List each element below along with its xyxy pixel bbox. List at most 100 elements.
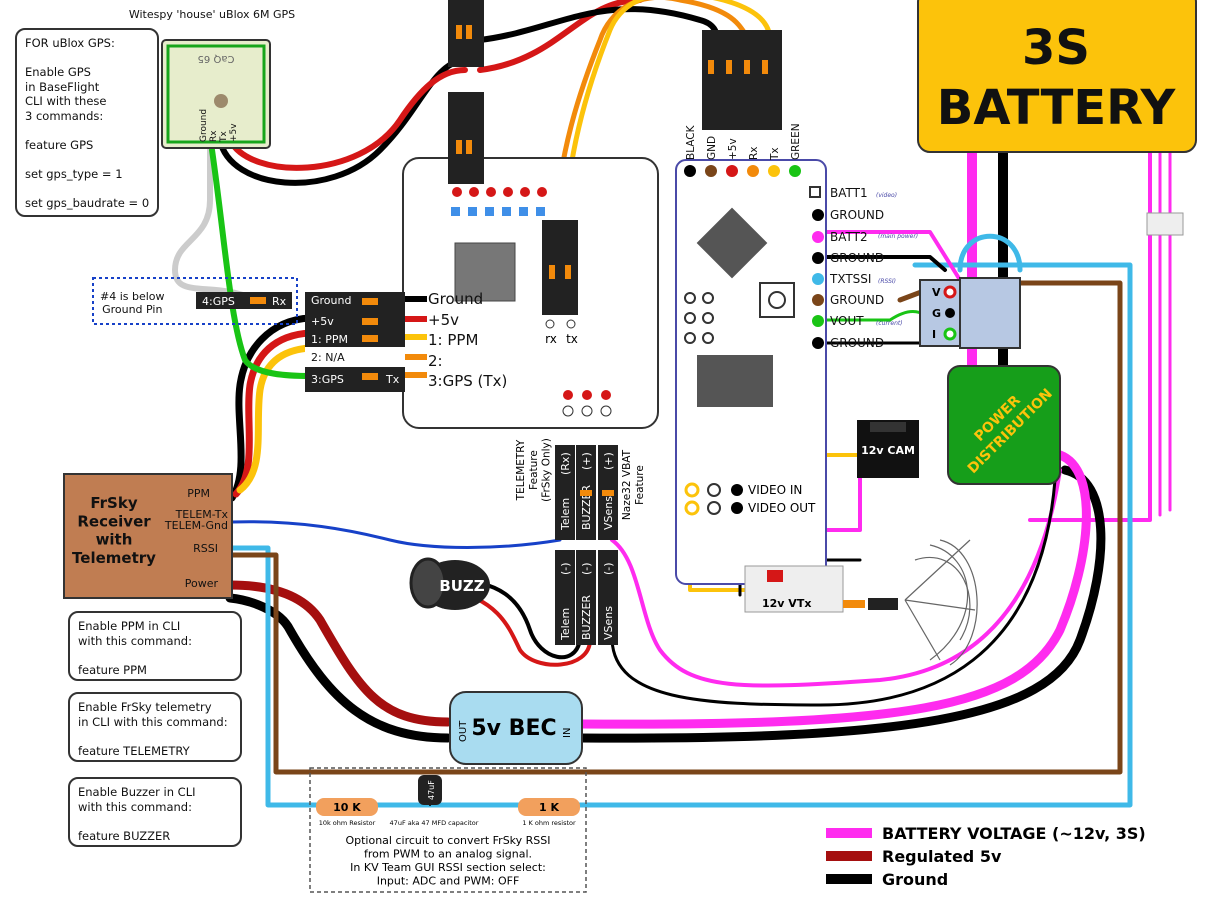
batt2-wire bbox=[824, 230, 962, 282]
pdb-to-bec-power-wire bbox=[575, 450, 1091, 729]
telemetry-instructions-note: Enable FrSky telemetry in CLI with this … bbox=[68, 692, 242, 762]
buzzer-red-wire bbox=[448, 588, 592, 667]
osd-pin-notes: (video) (main power) (RSSI) (current) bbox=[876, 192, 918, 327]
naze-rx-label: rx bbox=[545, 332, 557, 346]
pin-ppm-label: 1: PPM bbox=[428, 331, 478, 349]
balance-plug bbox=[1146, 212, 1184, 236]
pin-gps-label: 3:GPS (Tx) bbox=[428, 372, 507, 390]
connector-tx-label: Tx bbox=[385, 373, 400, 386]
vsens-connector-lower bbox=[598, 550, 618, 645]
sensor-v-label: V bbox=[932, 286, 941, 299]
telemetry-feature-note: TELEMETRYFeature(FrSky Only) bbox=[515, 438, 553, 502]
osd-video-in-label: VIDEO IN bbox=[748, 483, 802, 497]
resistor-10k-note: 10k ohm Resistor bbox=[319, 819, 376, 827]
pdb-to-bec-ground-wire bbox=[575, 465, 1106, 743]
gps-red-wire bbox=[227, 67, 468, 171]
sensor-loop-wire bbox=[957, 233, 1023, 273]
naze-blue-pads bbox=[451, 207, 545, 216]
osd-label-batt2: BATT2 bbox=[830, 230, 868, 244]
osd-right-pins bbox=[809, 186, 824, 349]
osd-note-vout: (current) bbox=[876, 320, 903, 327]
telem-label-lower: Telem bbox=[559, 608, 572, 641]
feature-connector-labels: Telem BUZZER VSens (Rx) (+) (+) Telem BU… bbox=[559, 452, 615, 641]
osd-label-vout: VOUT bbox=[830, 314, 864, 328]
gps-pin-ground: Ground bbox=[199, 109, 209, 142]
gps-chip-label: CaQ 65 bbox=[198, 53, 235, 64]
osd-top-connector bbox=[702, 30, 782, 130]
frsky-receiver bbox=[63, 473, 233, 599]
connector-na-label: 2: N/A bbox=[311, 351, 345, 364]
resistor-10k bbox=[316, 798, 378, 816]
receiver-ground-to-naze-wire bbox=[228, 314, 314, 502]
gps-ground-wire bbox=[172, 147, 258, 303]
resistor-1k-label: 1 K bbox=[539, 801, 559, 814]
osd-note-batt2: (main power) bbox=[878, 233, 918, 240]
vsens-pink-wire bbox=[610, 468, 1062, 688]
bec-label: 5v BEC bbox=[471, 716, 556, 741]
buzzer-connector-lower bbox=[576, 550, 596, 645]
osd-label-ground-4: GROUND bbox=[830, 336, 884, 350]
buzzer-label: BUZZ bbox=[439, 577, 484, 595]
osd-chip bbox=[696, 207, 768, 279]
osd-label-5v: +5v bbox=[727, 138, 739, 160]
vsens-minus-sign: (-) bbox=[602, 562, 615, 575]
bec bbox=[449, 691, 583, 765]
gps-pin-labels: Ground Rx Tx +5v bbox=[199, 109, 239, 143]
osd-note-batt1: (video) bbox=[876, 192, 897, 199]
naze-rxtx-header bbox=[542, 220, 578, 315]
vsens-plus-sign: (+) bbox=[602, 452, 615, 470]
naze-connector-labels: Ground +5v 1: PPM 3:GPS bbox=[311, 294, 351, 386]
vsens-label: VSens bbox=[602, 496, 615, 530]
antenna bbox=[904, 539, 978, 666]
buzzer-instructions-note: Enable Buzzer in CLI with this command: … bbox=[68, 777, 242, 847]
naze-input-connector bbox=[305, 292, 405, 392]
gps-pin-rx: Rx bbox=[209, 130, 219, 142]
gps-connector bbox=[196, 292, 292, 309]
capacitor-label: 47uF bbox=[427, 780, 436, 800]
sensor-i-label: I bbox=[932, 328, 936, 341]
bec-out-5v-wire bbox=[225, 580, 453, 727]
telem-connector-lower bbox=[555, 550, 575, 645]
receiver-rssi-label: RSSI bbox=[193, 542, 218, 555]
naze-yellow-wire bbox=[562, 0, 773, 228]
receiver-5v-to-naze-wire bbox=[232, 329, 314, 498]
naze-top-pins bbox=[452, 187, 547, 197]
receiver-power-label: Power bbox=[185, 577, 219, 590]
osd-label-txtssi: TXTSSI bbox=[829, 272, 871, 286]
legend-label: BATTERY VOLTAGE (~12v, 3S) bbox=[882, 824, 1146, 843]
camera-label: 12v CAM bbox=[861, 444, 915, 457]
battery-label-1: 3S bbox=[1022, 20, 1090, 76]
naze-black-wire bbox=[477, 6, 721, 43]
vbat-feature-note: Naze32 VBATFeature bbox=[621, 449, 646, 520]
receiver-ppm-label: PPM bbox=[187, 487, 210, 500]
osd-label-gnd: GND bbox=[706, 136, 718, 160]
telem-minus-sign: (-) bbox=[559, 562, 572, 575]
connector-ppm-label: 1: PPM bbox=[311, 333, 348, 346]
connector-gps-label: 3:GPS bbox=[311, 373, 344, 386]
gps-instructions-note: FOR uBlox GPS: Enable GPS in BaseFlight … bbox=[15, 28, 159, 217]
gps-antenna-dot bbox=[214, 94, 228, 108]
rssi-circuit-frame bbox=[309, 767, 587, 893]
legend-swatch bbox=[826, 874, 872, 884]
naze-tx-label: tx bbox=[566, 332, 578, 346]
osd-note-rssi: (RSSI) bbox=[878, 278, 896, 285]
pin-5v-label: +5v bbox=[428, 311, 459, 329]
capacitor bbox=[418, 775, 442, 805]
resistor-1k-note: 1 K ohm resistor bbox=[522, 819, 576, 827]
ground-wire-osd bbox=[824, 255, 947, 272]
vtx bbox=[744, 565, 844, 613]
osd-label-ground-2: GROUND bbox=[830, 251, 884, 265]
telem-label: Telem bbox=[559, 498, 572, 531]
osd-label-batt1: BATT1 bbox=[830, 186, 868, 200]
battery-label-2: BATTERY bbox=[937, 80, 1177, 136]
osd-top-pins bbox=[684, 165, 801, 177]
osd-label-black: BLACK bbox=[685, 124, 697, 160]
buzzer-plus-sign: (+) bbox=[580, 452, 593, 470]
battery bbox=[917, 0, 1197, 153]
gps-title: Witespy 'house' uBlox 6M GPS bbox=[129, 8, 295, 21]
osd-right-labels: BATT1 GROUND BATT2 GROUND TXTSSI GROUND … bbox=[829, 186, 884, 350]
vsens-ground-wire bbox=[610, 478, 1057, 707]
gps-connector-rx: Rx bbox=[272, 295, 287, 308]
